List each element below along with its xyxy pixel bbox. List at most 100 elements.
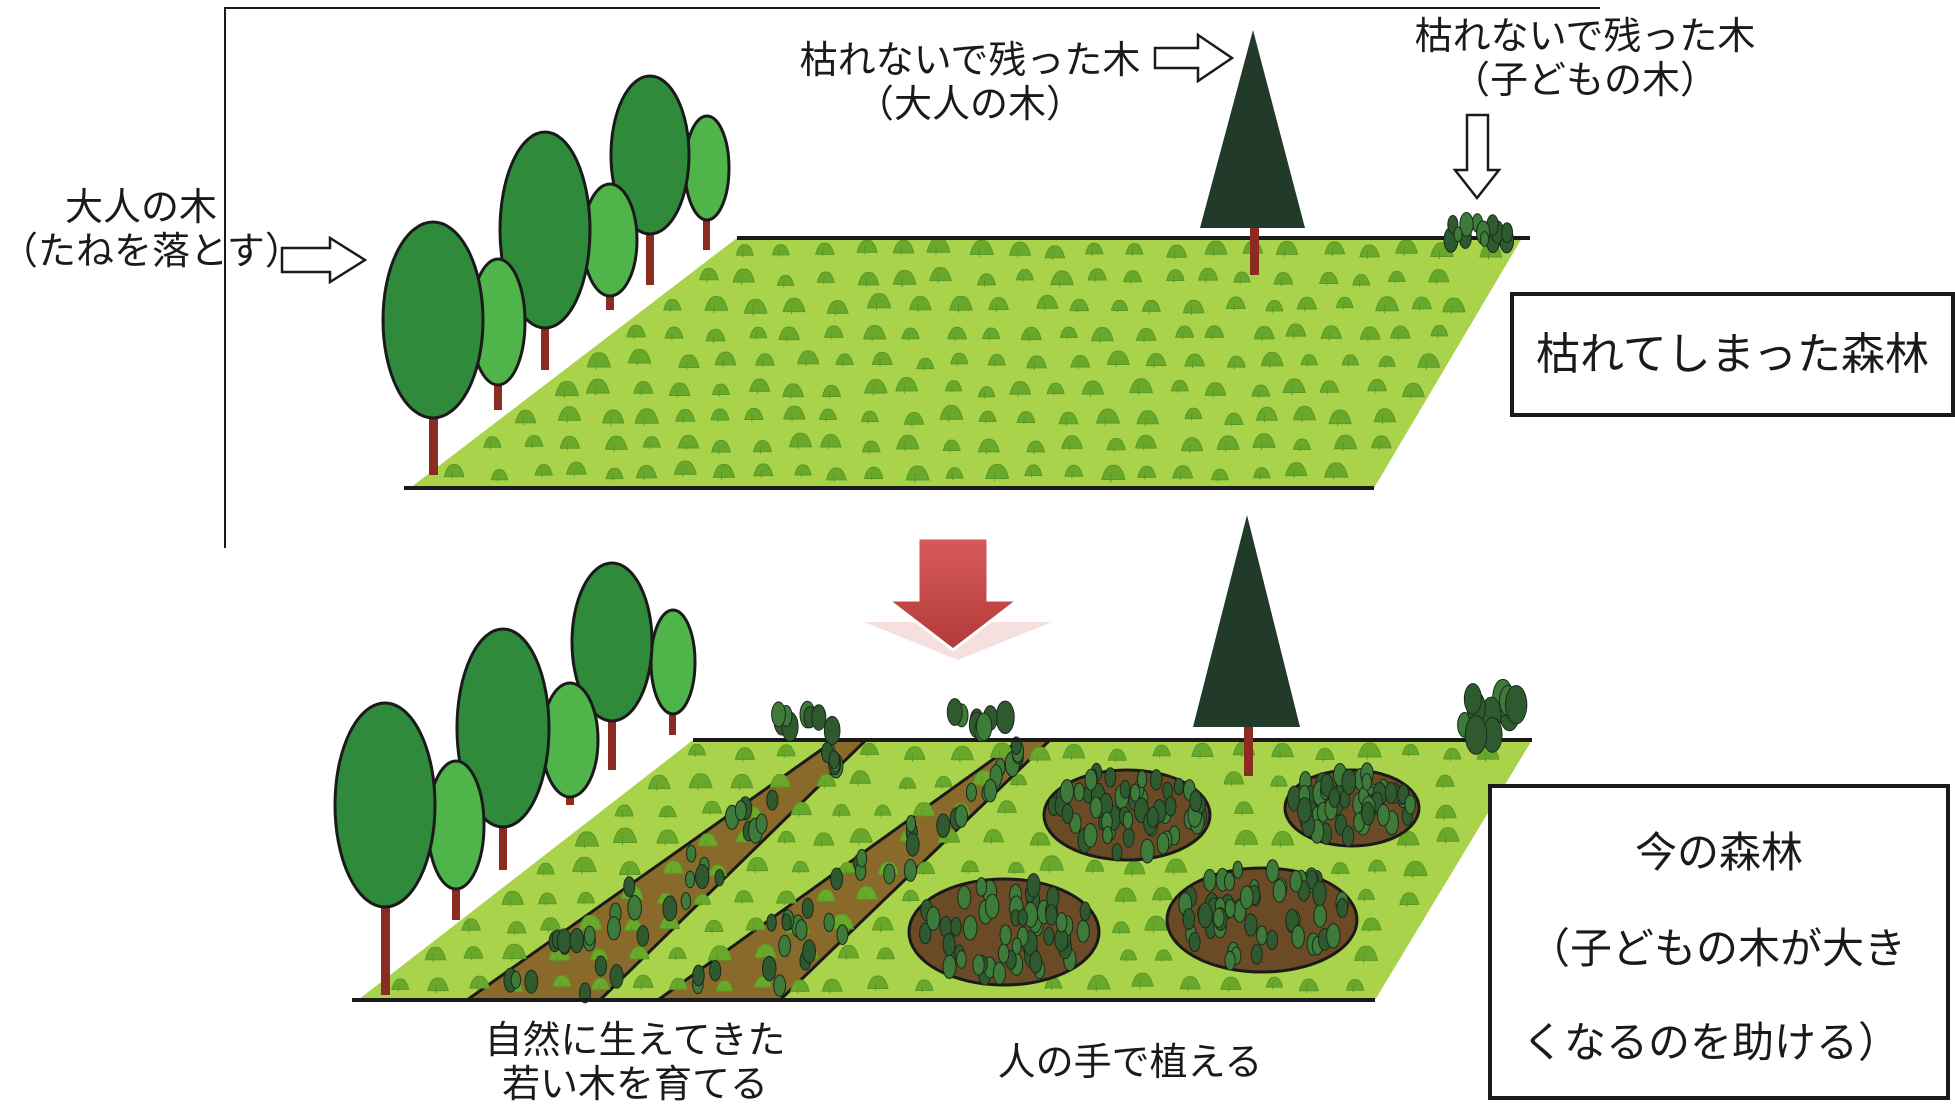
- shrub: [1389, 325, 1411, 341]
- label-survivor-adult: 枯れないで残った木 （大人の木）: [790, 38, 1150, 126]
- shrub: [572, 856, 597, 875]
- shrub: [1324, 462, 1349, 480]
- shrub: [769, 774, 792, 790]
- young-tree: [919, 922, 932, 945]
- tree-top-front-light: [469, 257, 527, 410]
- shrub: [1282, 378, 1306, 395]
- label-natural-regen: 自然に生えてきた 若い木を育てる: [455, 1018, 815, 1106]
- young-tree: [1136, 770, 1148, 789]
- shrub: [1137, 465, 1157, 480]
- shrub: [642, 436, 661, 449]
- young-tree: [773, 974, 787, 997]
- shrub: [1226, 355, 1246, 370]
- young-tree: [771, 701, 786, 728]
- young-tree: [680, 892, 692, 911]
- shrub: [1086, 974, 1111, 992]
- shrub: [1359, 326, 1381, 342]
- shrub: [1234, 801, 1254, 816]
- shrub: [391, 978, 410, 992]
- shrub: [1271, 831, 1295, 848]
- shrub: [534, 464, 553, 478]
- shrub: [826, 300, 849, 316]
- shrub: [514, 409, 537, 426]
- young-tree: [856, 848, 868, 868]
- label-adult-tree: 大人の木 （たねを落とす）: [0, 185, 303, 273]
- shrub: [1106, 438, 1126, 452]
- young-tree: [1029, 950, 1043, 974]
- shrub: [701, 800, 723, 816]
- shrub: [612, 827, 638, 846]
- tree-bot-back-dark: [570, 561, 654, 770]
- shrub: [825, 467, 847, 483]
- shrub: [1233, 271, 1251, 284]
- shrub: [1151, 887, 1173, 902]
- young-tree: [1150, 769, 1163, 791]
- young-tree: [1045, 904, 1058, 926]
- shrub: [1442, 297, 1466, 315]
- young-tree: [524, 969, 539, 994]
- young-tree: [1084, 768, 1098, 791]
- young-tree: [905, 814, 917, 833]
- shrub: [908, 296, 932, 313]
- shrub: [590, 977, 611, 992]
- shrub: [901, 327, 920, 341]
- young-tree: [1055, 912, 1068, 933]
- shrub: [1136, 410, 1160, 427]
- current-forest-line1: （子どもの木が大き: [1528, 924, 1907, 973]
- young-tree: [695, 864, 710, 890]
- top-shrubs: [443, 237, 1503, 483]
- shrub: [821, 978, 843, 994]
- shrub: [1111, 921, 1131, 935]
- top-young-tree-cluster: [1443, 211, 1515, 254]
- shrub: [1367, 378, 1387, 393]
- young-tree: [1129, 783, 1141, 802]
- shrub: [540, 917, 562, 933]
- young-tree: [1239, 885, 1254, 910]
- shrub: [1174, 325, 1195, 340]
- shrub: [744, 407, 764, 422]
- shrub: [1110, 299, 1129, 313]
- shrub: [1285, 462, 1308, 479]
- shrub: [794, 464, 812, 477]
- shrub: [753, 463, 774, 478]
- young-tree: [1313, 904, 1327, 928]
- shrub: [1106, 350, 1130, 367]
- shrub: [697, 833, 719, 848]
- shrub: [1191, 742, 1214, 759]
- young-tree: [1043, 926, 1055, 946]
- shrub: [673, 460, 697, 477]
- planted-patches: [907, 762, 1421, 987]
- young-tree: [1312, 880, 1327, 907]
- shrub: [777, 830, 796, 844]
- shrub: [1357, 742, 1382, 760]
- young-tree: [1073, 782, 1085, 802]
- shrub: [1184, 353, 1205, 369]
- shrub: [905, 465, 930, 483]
- young-tree: [1504, 684, 1528, 725]
- shrub: [835, 353, 854, 367]
- shrub: [782, 383, 805, 399]
- shrub: [1319, 380, 1340, 395]
- young-tree: [926, 906, 941, 931]
- young-tree: [1059, 779, 1075, 804]
- young-tree: [1341, 768, 1357, 795]
- shrub: [1370, 435, 1392, 451]
- young-tree: [823, 912, 835, 933]
- shrub: [1084, 242, 1104, 256]
- shrub: [1253, 326, 1275, 342]
- shrub: [1435, 804, 1457, 821]
- shrub: [734, 747, 755, 762]
- young-tree: [1212, 907, 1225, 928]
- shrub: [1064, 464, 1084, 479]
- young-tree: [836, 924, 849, 946]
- young-tree: [950, 916, 962, 937]
- shrub: [1375, 296, 1400, 314]
- shrub: [658, 805, 677, 819]
- young-tree: [795, 919, 808, 941]
- young-tree: [1164, 796, 1177, 817]
- shrub: [1058, 411, 1079, 426]
- shrub: [987, 354, 1006, 367]
- young-tree: [802, 939, 816, 964]
- shrub: [898, 777, 917, 790]
